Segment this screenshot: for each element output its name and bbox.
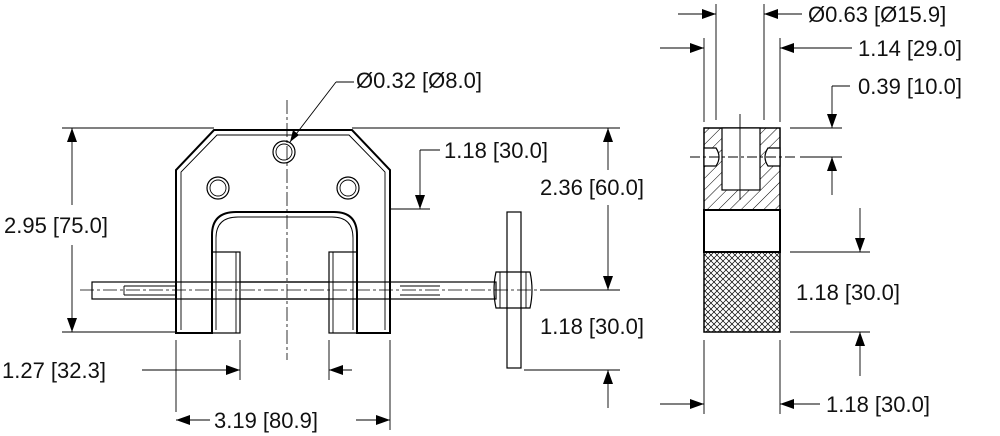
left-jaw-pad: [211, 251, 241, 334]
dim-opening-height-label: 2.36 [60.0]: [540, 175, 644, 200]
dim-handle-width-label: 1.18 [30.0]: [826, 392, 930, 417]
bolt-hole: [272, 140, 296, 164]
dim-knurl-height: 1.18 [30.0]: [790, 208, 900, 376]
dim-overall-height: 2.95 [75.0]: [4, 127, 214, 333]
dim-overall-height-label: 2.95 [75.0]: [4, 213, 108, 238]
clamp-front-view: [80, 100, 540, 369]
dim-overall-width-label: 3.19 [80.9]: [214, 408, 318, 433]
dim-handle-bore-label: 1.14 [29.0]: [858, 36, 962, 61]
dim-top-depth: 1.18 [30.0]: [390, 138, 548, 210]
clamp-body: [175, 129, 391, 334]
dim-handle-width: 1.18 [30.0]: [660, 340, 930, 417]
screw-shaft: [91, 281, 497, 300]
dim-screw-offset-label: 1.18 [30.0]: [540, 314, 644, 339]
dim-bolt-hole: Ø0.32 [Ø8.0]: [289, 68, 482, 143]
knurled-grip: [703, 251, 781, 333]
handle-side-view: [690, 114, 796, 333]
right-jaw-pad: [328, 251, 358, 334]
dim-jaw-offset: 1.27 [32.3]: [2, 340, 352, 412]
dim-opening-height: 2.36 [60.0]: [352, 127, 644, 291]
left-mount-hole: [206, 176, 230, 200]
dim-collar-height: 0.39 [10.0]: [790, 74, 962, 195]
dim-handle-bore: 1.14 [29.0]: [660, 36, 962, 122]
dim-collar-height-label: 0.39 [10.0]: [858, 74, 962, 99]
dim-handle-diameter: Ø0.63 [Ø15.9]: [678, 2, 946, 120]
dim-bolt-hole-label: Ø0.32 [Ø8.0]: [356, 68, 482, 93]
dim-overall-width: 3.19 [80.9]: [176, 340, 391, 433]
t-handle-side: [493, 211, 533, 369]
dim-handle-diameter-label: Ø0.63 [Ø15.9]: [808, 2, 946, 27]
dim-top-depth-label: 1.18 [30.0]: [444, 138, 548, 163]
right-mount-hole: [336, 176, 360, 200]
dim-screw-offset: 1.18 [30.0]: [524, 314, 644, 408]
dim-jaw-offset-label: 1.27 [32.3]: [2, 358, 106, 383]
dim-knurl-height-label: 1.18 [30.0]: [796, 280, 900, 305]
